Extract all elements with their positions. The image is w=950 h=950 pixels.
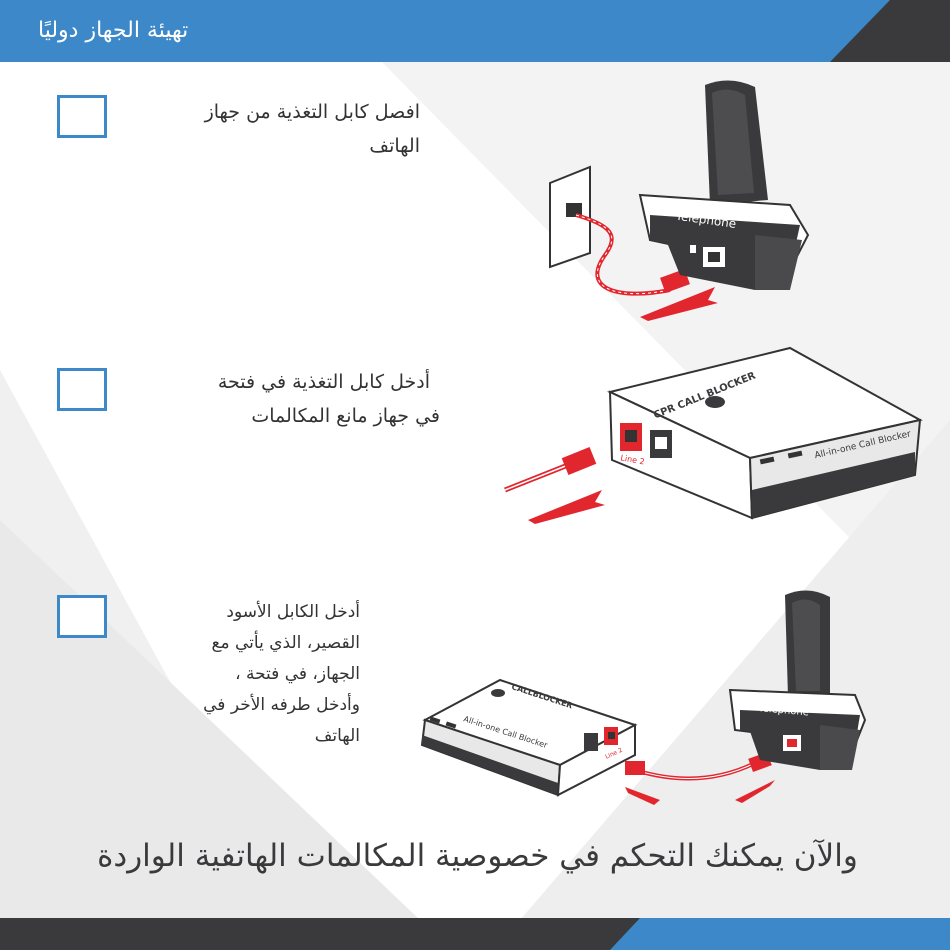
step-1-text: افصل كابل التغذية من جهاز الهاتف bbox=[130, 95, 420, 163]
wall-jack-icon bbox=[566, 203, 582, 217]
step-2-text: أدخل كابل التغذية في فتحة في جهاز مانع ا… bbox=[130, 365, 440, 433]
illustration-unplug-phone: Telephone bbox=[549, 80, 810, 321]
step-3-line-5: الهاتف bbox=[314, 726, 360, 746]
footer-accent bbox=[610, 918, 950, 950]
step-1-line-2: الهاتف bbox=[369, 135, 420, 157]
step-3-text: أدخل الكابل الأسود القصير، الذي يأتي مع … bbox=[150, 597, 360, 752]
step-3-line-1: أدخل الكابل الأسود bbox=[226, 602, 360, 622]
closing-message: والآن يمكنك التحكم في خصوصية المكالمات ا… bbox=[97, 838, 858, 874]
header-bar bbox=[0, 0, 950, 62]
line-2-label: Line 2 bbox=[620, 453, 646, 466]
plug-icon bbox=[561, 447, 597, 475]
arrow-in-icon bbox=[528, 490, 605, 524]
step-2-line-1: أدخل كابل التغذية في فتحة bbox=[217, 371, 430, 393]
page-title: تهيئة الجهاز دوليًا bbox=[38, 18, 189, 43]
step-1-checkbox[interactable] bbox=[57, 95, 107, 138]
step-2-line-2: في جهاز مانع المكالمات bbox=[251, 405, 440, 427]
step-3-line-3: الجهاز، في فتحة ، bbox=[235, 664, 360, 684]
step-2-checkbox[interactable] bbox=[57, 368, 107, 411]
step-3-line-2: القصير، الذي يأتي مع bbox=[211, 633, 360, 653]
phone-2-label: Telephone bbox=[757, 703, 810, 718]
short-cable-plug-left-icon bbox=[625, 761, 645, 775]
step-1-line-1: افصل كابل التغذية من جهاز bbox=[204, 101, 420, 123]
step-3-checkbox[interactable] bbox=[57, 595, 107, 638]
illustration-blocker-insert: Line 2 CPR CALL BLOCKER All-in-one Call … bbox=[504, 346, 923, 524]
step-3-line-4: وأدخل طرفه الأخر في bbox=[203, 695, 360, 715]
illustration-connect-phone: Line 2 CALLBLOCKER All-in-one Call Block… bbox=[420, 590, 867, 805]
arrow-out-icon bbox=[640, 287, 718, 321]
